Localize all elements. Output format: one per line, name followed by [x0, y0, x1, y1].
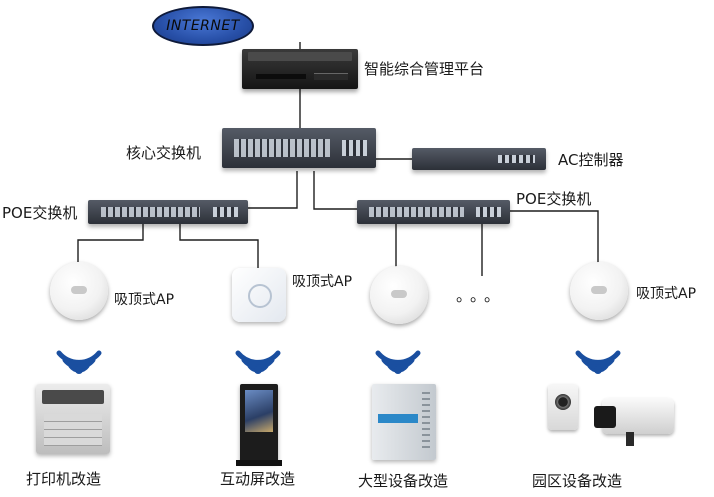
device-label-campus: 园区设备改造: [532, 472, 623, 490]
device-label-kiosk: 互动屏改造: [220, 470, 296, 488]
camera-icon: [594, 398, 674, 446]
core-switch-icon: [222, 128, 376, 168]
poe-switch-left-icon: [88, 200, 248, 224]
ceiling-ap-icon: [570, 262, 628, 320]
ceiling-ap-label: 吸顶式AP: [292, 274, 353, 290]
equipment-cabinet-icon: [372, 384, 436, 460]
printer-icon: [36, 384, 110, 454]
ceiling-ap-label: 吸顶式AP: [636, 286, 697, 302]
internet-cloud-icon: INTERNET: [152, 6, 254, 46]
ceiling-ap-icon: [50, 262, 108, 320]
poe-switch-right-label: POE交换机: [516, 190, 592, 208]
ceiling-ap-label: 吸顶式AP: [114, 292, 175, 308]
core-switch-label: 核心交换机: [126, 144, 202, 162]
management-platform-server: [242, 49, 358, 89]
device-label-printer: 打印机改造: [26, 470, 102, 488]
kiosk-icon: [236, 384, 282, 466]
poe-switch-right-icon: [357, 200, 510, 224]
ac-controller-icon: [412, 148, 546, 170]
ac-controller-label: AC控制器: [558, 151, 624, 169]
platform-label: 智能综合管理平台: [364, 60, 485, 78]
ceiling-ap-square-icon: [232, 268, 286, 322]
poe-switch-left-label: POE交换机: [2, 204, 78, 222]
device-label-equipment: 大型设备改造: [358, 472, 449, 490]
camera-icon: [548, 384, 578, 430]
ceiling-ap-icon: [370, 266, 428, 324]
more-devices-ellipsis: 。。。: [456, 286, 507, 305]
internet-label: INTERNET: [166, 18, 240, 34]
